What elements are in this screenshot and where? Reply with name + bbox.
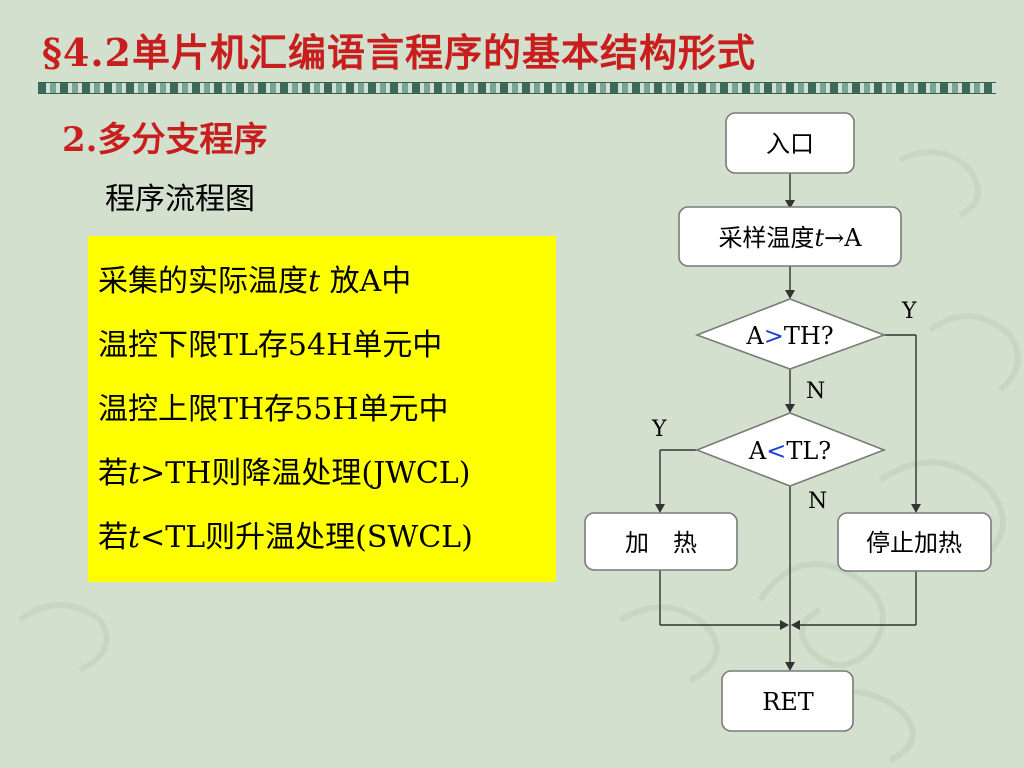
note-variable: t: [128, 456, 141, 491]
entry-node: [725, 112, 855, 174]
sample-node: [678, 206, 902, 267]
ret-node: [721, 670, 854, 732]
note-text: <TL则升温处理(SWCL): [140, 520, 473, 555]
decision-tl-node: [694, 412, 887, 487]
flow-connectors: [655, 173, 921, 671]
heat-label: 加 热: [625, 529, 697, 557]
note-variable: t: [308, 264, 321, 299]
note-line: 温控下限TL存54H单元中: [98, 328, 443, 363]
note-line: 采集的实际温度t 放A中: [98, 250, 556, 314]
sample-label: 采样温度t→A: [718, 224, 862, 252]
flowchart-caption: 程序流程图: [105, 182, 255, 217]
note-line: 若t<TL则升温处理(SWCL): [98, 506, 556, 570]
sample-prefix: 采样温度: [718, 224, 814, 252]
entry-label: 入口: [766, 130, 814, 158]
note-text: 放A中: [320, 264, 412, 299]
decision-th-no-label: N: [806, 379, 825, 404]
note-text: 若: [98, 520, 128, 555]
note-variable: t: [128, 520, 141, 555]
decision-tl-left: A: [748, 437, 767, 465]
heat-node: [584, 512, 738, 571]
note-line: 温控上限TH存55H单元中: [98, 392, 449, 427]
section-subtitle: 2.多分支程序: [62, 120, 268, 160]
note-line: 若t>TH则降温处理(JWCL): [98, 442, 556, 506]
decision-th-left: A: [745, 322, 764, 350]
title-divider: [38, 82, 996, 94]
stop-heat-node: [837, 512, 992, 572]
stop-heat-label: 停止加热: [866, 529, 962, 557]
ret-label: RET: [762, 688, 814, 716]
decision-th-node: [694, 298, 887, 370]
notes-box: 采集的实际温度t 放A中 温控下限TL存54H单元中 温控上限TH存55H单元中…: [88, 236, 556, 582]
decision-tl-no-label: N: [808, 489, 827, 514]
note-text: >TH则降温处理(JWCL): [140, 456, 471, 491]
decision-tl-yes-label: Y: [651, 417, 667, 442]
decision-th-label: A>TH?: [745, 322, 833, 350]
decision-th-yes-label: Y: [901, 299, 917, 324]
sample-suffix: →A: [824, 224, 862, 252]
decision-tl-label: A<TL?: [748, 437, 831, 465]
decision-tl-right: TL?: [786, 437, 831, 465]
decision-th-right: TH?: [784, 322, 834, 350]
note-text: 采集的实际温度: [98, 264, 308, 299]
decision-th-operator: >: [764, 322, 784, 350]
note-text: 若: [98, 456, 128, 491]
slide-title: §4.2单片机汇编语言程序的基本结构形式: [42, 30, 756, 75]
sample-variable: t: [814, 224, 824, 252]
decision-tl-operator: <: [766, 437, 786, 465]
